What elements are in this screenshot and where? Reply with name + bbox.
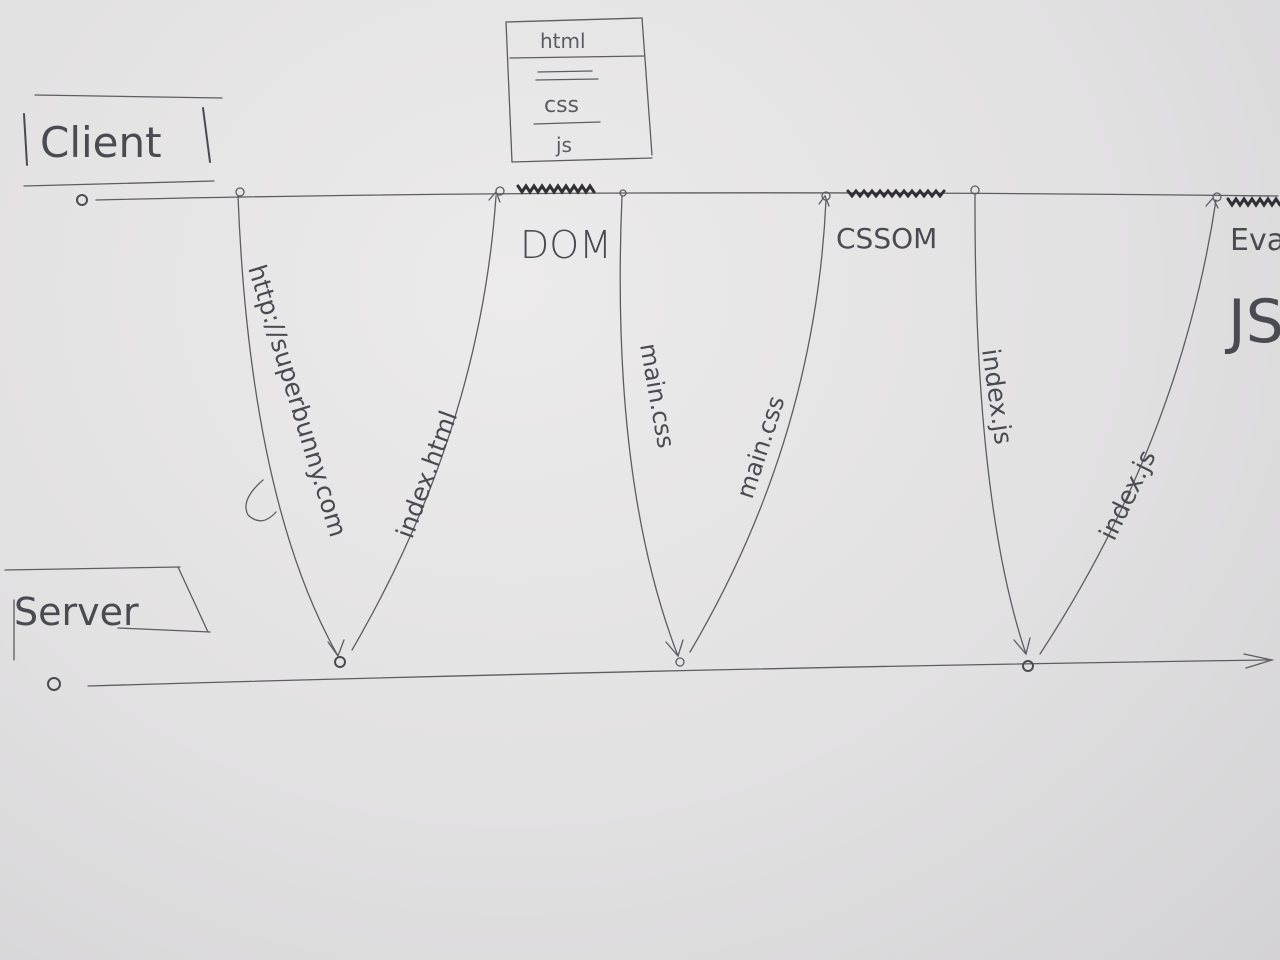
server-node — [334, 656, 346, 668]
server-node — [675, 657, 685, 667]
dom-label: DOM — [520, 223, 612, 267]
dom-processing-mark — [516, 183, 596, 195]
js-processing-mark — [1226, 196, 1280, 208]
client-start-node — [76, 194, 88, 206]
message-label: index.js — [976, 347, 1018, 446]
client-label: Client — [40, 118, 162, 167]
message-arrows — [237, 193, 1217, 658]
message-label: index.js — [1093, 445, 1161, 544]
message-label: http://superbunny.com — [242, 261, 352, 540]
html-box-js: js — [555, 133, 572, 157]
response-arrow — [351, 195, 497, 651]
server-timeline — [47, 653, 1275, 691]
evaluate-label: Eva — [1230, 223, 1280, 258]
response-arrow — [689, 199, 827, 653]
client-node — [619, 189, 627, 197]
request-arrow — [619, 195, 679, 657]
request-arrow — [237, 195, 339, 657]
server-label: Server — [14, 590, 139, 634]
cssom-label: CSSOM — [836, 222, 937, 255]
server-timeline-arrowhead — [1243, 653, 1275, 669]
client-label-box: Client — [23, 94, 223, 187]
client-node — [235, 187, 245, 197]
client-timeline — [76, 183, 1280, 209]
message-label: index.html — [390, 407, 463, 542]
message-labels: http://superbunny.com index.html main.cs… — [242, 261, 1161, 544]
html-document-box: html css js — [505, 17, 653, 163]
server-label-box: Server — [4, 566, 211, 661]
request-arrow — [974, 193, 1027, 655]
server-node — [1022, 660, 1034, 672]
html-box-css: css — [544, 93, 579, 118]
event-labels: DOM CSSOM Eva JS — [520, 222, 1280, 357]
cssom-processing-mark — [846, 188, 946, 199]
js-label: JS — [1224, 287, 1280, 357]
server-start-node — [47, 677, 61, 691]
response-arrow — [1039, 199, 1217, 655]
client-node — [495, 186, 505, 196]
client-node — [1212, 192, 1222, 202]
message-label: main.css — [634, 341, 680, 450]
html-box-title: html — [540, 29, 586, 53]
